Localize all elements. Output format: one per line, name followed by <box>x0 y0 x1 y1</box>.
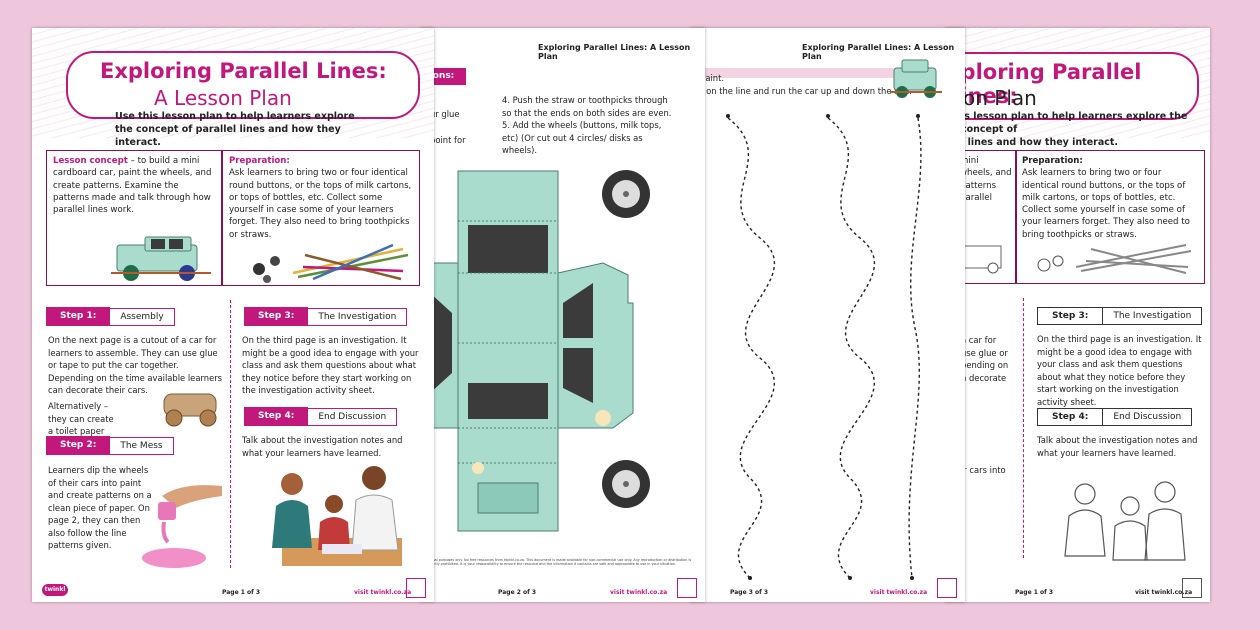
twinkl-logo[interactable]: twinkl <box>42 584 68 596</box>
concept-box: mini wheels, and patterns parallel <box>945 150 1017 284</box>
fine-print: tional purposes only. No free resources … <box>428 558 692 567</box>
step-2-text: Learners dip the wheels of their cars in… <box>48 465 152 550</box>
step-1-fragment: use glue or <box>961 347 1008 358</box>
step-number: Step 3: <box>1037 306 1104 325</box>
preparation-text: Ask learners to bring two or four identi… <box>229 168 412 240</box>
step-number: Step 3: <box>244 307 309 326</box>
page-number: Page 1 of 3 <box>222 589 260 596</box>
straws-illustration <box>1037 244 1192 274</box>
worksheet-page-bw: xploring Parallel Lines: on Plan is less… <box>945 28 1210 602</box>
step-3-text: On the third page is an investigation. I… <box>242 335 419 395</box>
preparation-label: Preparation: <box>229 156 290 166</box>
step-1-fragment: pending on <box>961 360 1009 370</box>
step-3-tag: Step 3: The Investigation <box>244 307 408 326</box>
concept-label: Lesson concept <box>53 156 128 166</box>
step-4-text: Talk about the investigation notes and w… <box>242 435 403 458</box>
preparation-text: Ask learners to bring two or four identi… <box>1022 168 1190 240</box>
site-link[interactable]: visit twinkl.co.za <box>870 589 928 596</box>
site-link[interactable]: visit twinkl.co.za <box>354 589 412 596</box>
concept-fragment: patterns <box>960 180 997 191</box>
intro-text: Use this lesson plan to help learners ex… <box>115 111 355 148</box>
badge-icon <box>406 578 426 598</box>
concept-fragment: parallel <box>960 192 992 203</box>
instruction-4: 4. Push the straw or toothpicks through … <box>502 95 672 118</box>
step-2-tag: Step 2: The Mess <box>46 436 174 455</box>
step-title: The Mess <box>110 436 174 455</box>
instruction-5: 5. Add the wheels (buttons, milk tops, e… <box>502 120 662 155</box>
line-patterns-page: Exploring Parallel Lines: A Lesson Plan … <box>690 28 965 602</box>
title-bubble <box>945 52 1199 120</box>
step-number: Step 2: <box>46 436 111 455</box>
site-link[interactable]: visit twinkl.co.za <box>610 589 668 596</box>
title-bubble <box>66 51 420 119</box>
painted-car-illustration <box>111 236 211 281</box>
intro-text-b: l lines and how they interact. <box>961 137 1119 148</box>
step-number: Step 1: <box>46 307 111 326</box>
step-4-text: Talk about the investigation notes and w… <box>1037 435 1198 458</box>
instruction-line-2: r on the line and run the car up and dow… <box>700 85 912 96</box>
step-1-fragment: n decorate <box>961 372 1007 383</box>
title-line-1: Exploring Parallel Lines: <box>100 59 387 83</box>
step-title: Assembly <box>110 307 175 326</box>
page-number: Page 3 of 3 <box>730 589 768 596</box>
preparation-box: Preparation: Ask learners to bring two o… <box>222 150 420 286</box>
badge-icon <box>677 578 697 598</box>
badge-icon <box>937 578 957 598</box>
step-number: Step 4: <box>1037 407 1104 426</box>
car-net-cutout <box>429 170 634 532</box>
paint-hand-illustration <box>142 485 222 568</box>
lesson-plan-page: Exploring Parallel Lines: A Lesson Plan … <box>32 28 434 602</box>
teacher-students-sketch <box>1064 481 1186 561</box>
preparation-label: Preparation: <box>1022 156 1083 166</box>
step-title: The Investigation <box>1103 306 1203 325</box>
concept-text: – to build a mini cardboard car, paint t… <box>53 156 212 216</box>
step-4-tag: Step 4: End Discussion <box>244 407 398 426</box>
page-header: Exploring Parallel Lines: A Lesson Plan <box>538 43 691 61</box>
intro-text-a: is lesson plan to help learners explore … <box>961 111 1188 135</box>
badge-icon <box>1182 578 1202 598</box>
step-1-tag: Step 1: Assembly <box>46 307 175 326</box>
title-line-2: A Lesson Plan <box>154 86 292 110</box>
straws-illustration <box>253 243 409 283</box>
step-title: End Discussion <box>1103 407 1193 426</box>
toilet-paper-car-illustration <box>163 393 217 427</box>
step-3-tag: Step 3: The Investigation <box>1037 306 1203 325</box>
step-title: End Discussion <box>308 407 398 426</box>
wavy-lines <box>726 114 922 580</box>
step-title: The Investigation <box>308 307 408 326</box>
site-link[interactable]: visit twinkl.co.za <box>1135 589 1193 596</box>
car-cutout-page: Exploring Parallel Lines: A Lesson Plan … <box>420 28 705 602</box>
page-number: Page 1 of 3 <box>1015 589 1053 596</box>
preparation-box: Preparation: Ask learners to bring two o… <box>1015 150 1205 284</box>
wheel-icon <box>602 460 650 508</box>
step-2-fragment: ir cars into <box>961 465 1006 475</box>
instruction-fragment: ur glue <box>430 109 460 119</box>
concept-box: Lesson concept – to build a mini cardboa… <box>46 150 222 286</box>
step-4-tag: Step 4: End Discussion <box>1037 407 1193 426</box>
step-1-text: On the next page is a cutout of a car fo… <box>48 335 223 395</box>
step-3-text: On the third page is an investigation. I… <box>1037 334 1202 407</box>
step-number: Step 4: <box>244 407 309 426</box>
concept-fragment: wheels, and <box>960 168 1012 179</box>
step-1-fragment: a car for <box>961 335 997 345</box>
page-number: Page 2 of 3 <box>498 589 536 596</box>
teacher-students-illustration <box>272 466 402 566</box>
concept-fragment: mini <box>960 156 979 166</box>
car-icon <box>890 59 942 98</box>
instruction-fragment: point for <box>430 135 466 145</box>
wheel-icon <box>602 170 650 218</box>
title-line-2: on Plan <box>963 86 1037 110</box>
page-header: Exploring Parallel Lines: A Lesson Plan <box>802 43 955 61</box>
instruction-line-1: paint. <box>700 73 725 83</box>
